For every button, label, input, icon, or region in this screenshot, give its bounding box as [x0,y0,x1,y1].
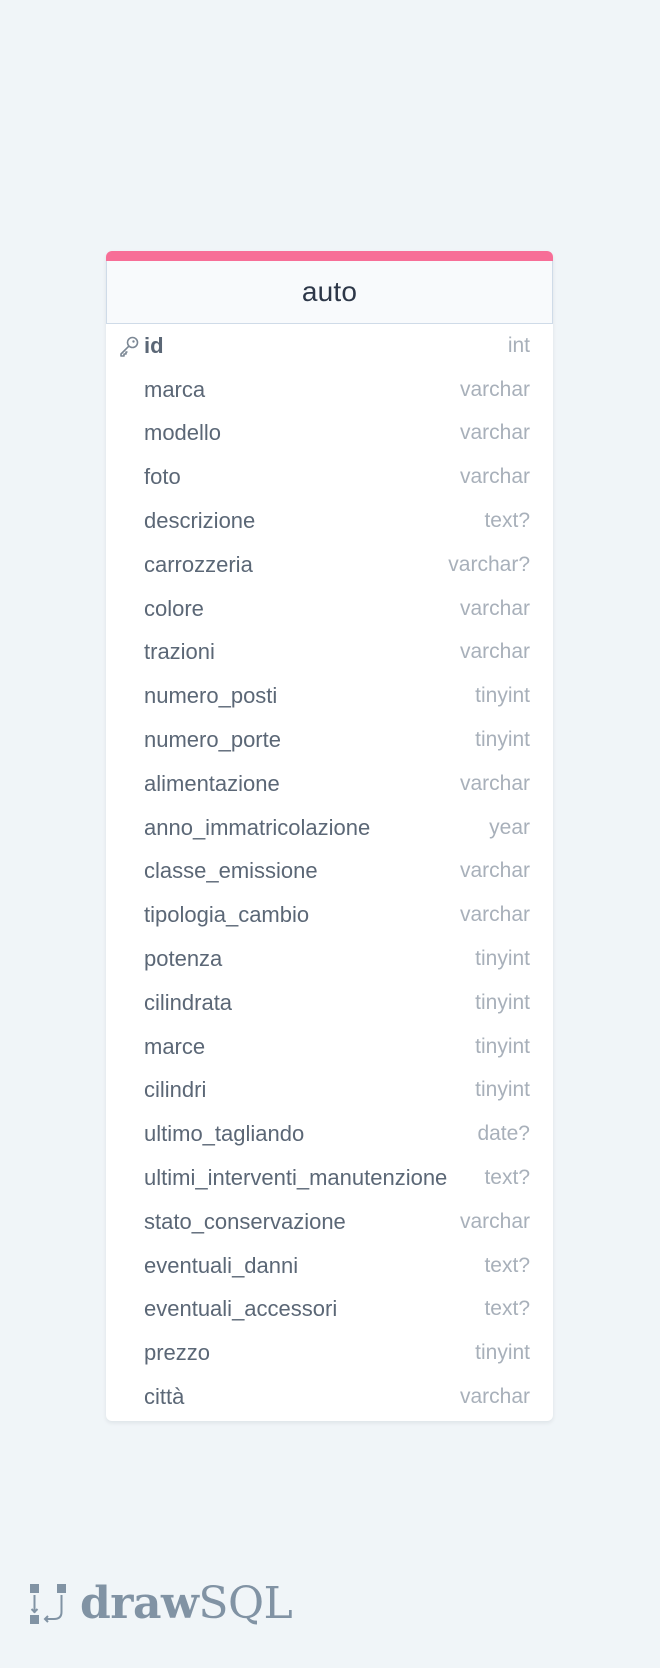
field-type: text? [484,1253,530,1277]
field-name: modello [144,420,222,446]
field-name: eventuali_danni [144,1252,299,1278]
table-header[interactable]: auto [106,261,553,324]
field-name: stato_conservazione [144,1208,346,1234]
field-row[interactable]: numero_posti tinyint [106,674,553,718]
field-type: varchar [459,1385,530,1409]
field-type: text? [484,1166,530,1190]
field-type: varchar [459,1209,530,1233]
field-name: id [144,332,164,358]
field-type: date? [477,1122,530,1146]
field-row[interactable]: eventuali_danni text? [106,1244,553,1288]
field-row[interactable]: foto varchar [106,455,553,499]
field-type: tinyint [475,684,530,708]
field-type: text? [484,509,530,533]
field-type: varchar [459,903,530,927]
field-type: varchar [459,859,530,883]
field-type: tinyint [475,947,530,971]
field-type: varchar [459,421,530,445]
field-type: text? [484,1297,530,1321]
field-row[interactable]: trazioni varchar [106,631,553,675]
field-name: classe_emissione [144,858,318,884]
field-name: eventuali_accessori [144,1296,338,1322]
field-name: ultimo_tagliando [144,1121,305,1147]
field-name: carrozzeria [144,551,253,577]
table-title: auto [301,276,358,307]
field-type: tinyint [475,728,530,752]
field-row[interactable]: numero_porte tinyint [106,718,553,762]
field-type: year [489,815,530,839]
field-name: alimentazione [144,770,280,796]
field-row[interactable]: tipologia_cambio varchar [106,893,553,937]
field-name: potenza [144,946,223,972]
field-type: varchar [459,771,530,795]
field-row[interactable]: anno_immatricolazione year [106,806,553,850]
field-row[interactable]: classe_emissione varchar [106,850,553,894]
field-name: colore [144,595,204,621]
field-row[interactable]: prezzo tinyint [106,1331,553,1375]
field-row[interactable]: cilindrata tinyint [106,981,553,1025]
field-name: città [144,1384,185,1410]
field-row[interactable]: stato_conservazione varchar [106,1200,553,1244]
logo-text-sql: SQL [198,1578,293,1629]
logo-text-draw: draw [80,1578,199,1629]
field-name: cilindri [144,1077,207,1103]
field-row[interactable]: ultimi_interventi_manutenzione text? [106,1156,553,1200]
field-row[interactable]: alimentazione varchar [106,762,553,806]
field-name: numero_posti [144,683,278,709]
field-row[interactable]: carrozzeria varchar? [106,543,553,587]
field-type: varchar [459,377,530,401]
field-type: tinyint [475,990,530,1014]
field-type: varchar? [448,552,530,576]
field-name: foto [144,464,181,490]
field-list: id int marca varchar modello varchar foto varch… [106,324,553,1421]
field-type: varchar [459,596,530,620]
field-name: descrizione [144,508,256,534]
field-name: numero_porte [144,727,281,753]
field-type: int [507,333,530,357]
field-row[interactable]: ultimo_tagliando date? [106,1112,553,1156]
field-row[interactable]: id int [106,324,553,368]
field-type: tinyint [475,1034,530,1058]
field-name: prezzo [144,1340,211,1366]
field-type: varchar [459,640,530,664]
field-row[interactable]: eventuali_accessori text? [106,1288,553,1332]
field-row[interactable]: città varchar [106,1375,553,1419]
field-name: tipologia_cambio [144,902,310,928]
field-name: ultimi_interventi_manutenzione [144,1165,448,1191]
field-name: marce [144,1033,206,1059]
field-row[interactable]: marce tinyint [106,1025,553,1069]
drawsql-logo-icon [30,1583,66,1624]
field-type: tinyint [475,1341,530,1365]
field-name: marca [144,376,206,402]
field-name: cilindrata [144,989,233,1015]
field-type: tinyint [475,1078,530,1102]
field-row[interactable]: cilindri tinyint [106,1069,553,1113]
field-row[interactable]: colore varchar [106,587,553,631]
field-row[interactable]: descrizione text? [106,499,553,543]
primary-key-icon [120,336,139,357]
field-row[interactable]: modello varchar [106,412,553,456]
field-type: varchar [459,465,530,489]
field-name: anno_immatricolazione [144,814,371,840]
table-accent-bar [106,251,553,261]
field-row[interactable]: marca varchar [106,368,553,412]
field-name: trazioni [144,639,215,665]
field-row[interactable]: potenza tinyint [106,937,553,981]
